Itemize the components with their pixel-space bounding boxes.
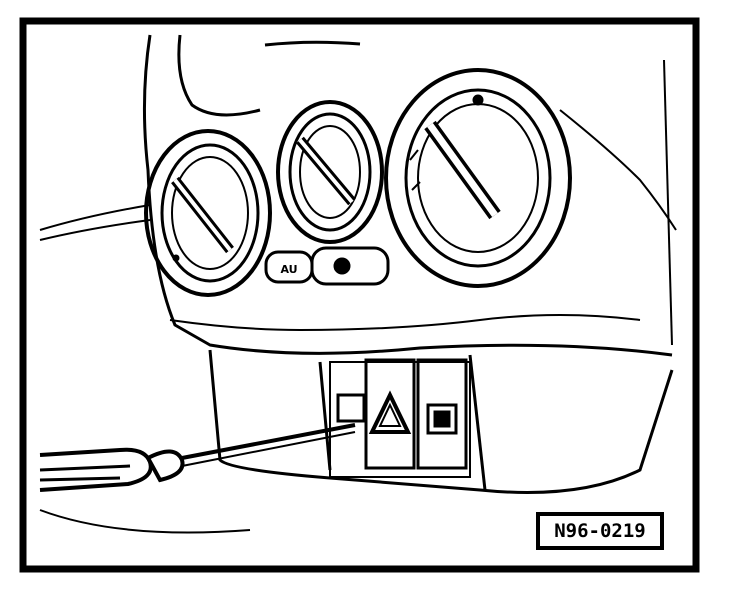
- dash-lower-edge: [40, 510, 250, 533]
- air-distribution-knob-icon[interactable]: [278, 102, 382, 242]
- dashboard-outline: [40, 35, 676, 355]
- figure-reference-code: N96-0219: [554, 520, 646, 542]
- switch-icon[interactable]: [338, 395, 364, 421]
- screwdriver-icon: [40, 425, 355, 490]
- figure-reference-label: N96-0219: [536, 512, 664, 550]
- rear-fog-switch-icon[interactable]: [418, 360, 466, 468]
- rear-defrost-button-icon[interactable]: [312, 248, 388, 284]
- hazard-warning-switch-icon[interactable]: [366, 360, 414, 468]
- fan-speed-knob-icon[interactable]: [146, 131, 270, 295]
- temperature-knob-icon[interactable]: [386, 70, 570, 286]
- recirculation-button-icon[interactable]: AU: [266, 252, 312, 282]
- switch-panel: [210, 350, 672, 493]
- recirculation-button-label: AU: [280, 263, 297, 276]
